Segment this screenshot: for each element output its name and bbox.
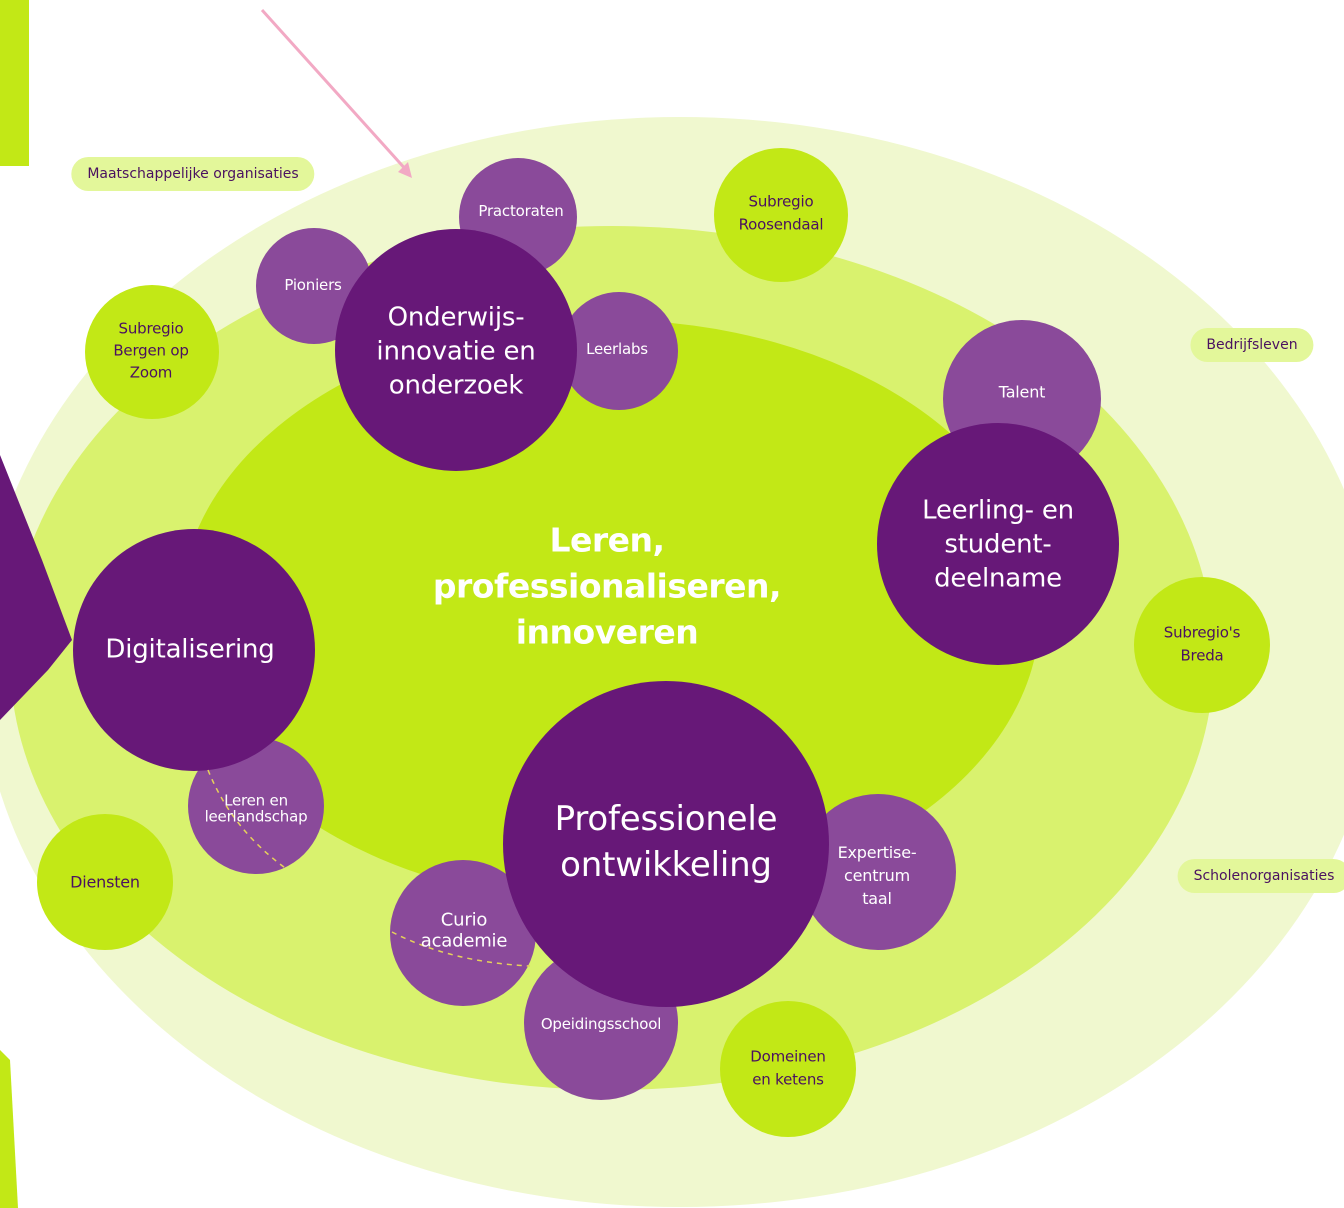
region-bubble-bergen-op-zoom[interactable]	[85, 285, 219, 419]
connector-curio	[391, 931, 531, 967]
region-bubble-roosendaal[interactable]	[714, 148, 848, 282]
sub-bubble-leerlabs[interactable]	[560, 292, 678, 410]
stakeholder-pill-bedrijfsleven[interactable]: Bedrijfsleven	[1190, 328, 1314, 362]
left-lime-bar	[0, 0, 29, 166]
left-lime-shape	[0, 1050, 18, 1208]
left-purple-shape	[0, 455, 72, 720]
center-title: Leren, professionaliseren, innoveren	[432, 520, 782, 653]
connector-digitalisering	[207, 769, 289, 871]
pillar-bubble-professionele[interactable]	[503, 681, 829, 1007]
region-bubble-domeinen[interactable]	[720, 1001, 856, 1137]
inner-core	[180, 320, 1040, 904]
pillar-bubble-leerling[interactable]	[877, 423, 1119, 665]
pillar-bubble-digitalisering[interactable]	[73, 529, 315, 771]
region-bubble-breda[interactable]	[1134, 577, 1270, 713]
region-bubble-diensten[interactable]	[37, 814, 173, 950]
pillar-bubble-onderwijsinnovatie[interactable]	[335, 229, 577, 471]
stakeholder-pill-maatschappelijk[interactable]: Maatschappelijke organisaties	[71, 157, 315, 191]
pointer-arrow	[260, 8, 412, 178]
stakeholder-pill-scholenorganisaties[interactable]: Scholenorganisaties	[1177, 859, 1344, 893]
